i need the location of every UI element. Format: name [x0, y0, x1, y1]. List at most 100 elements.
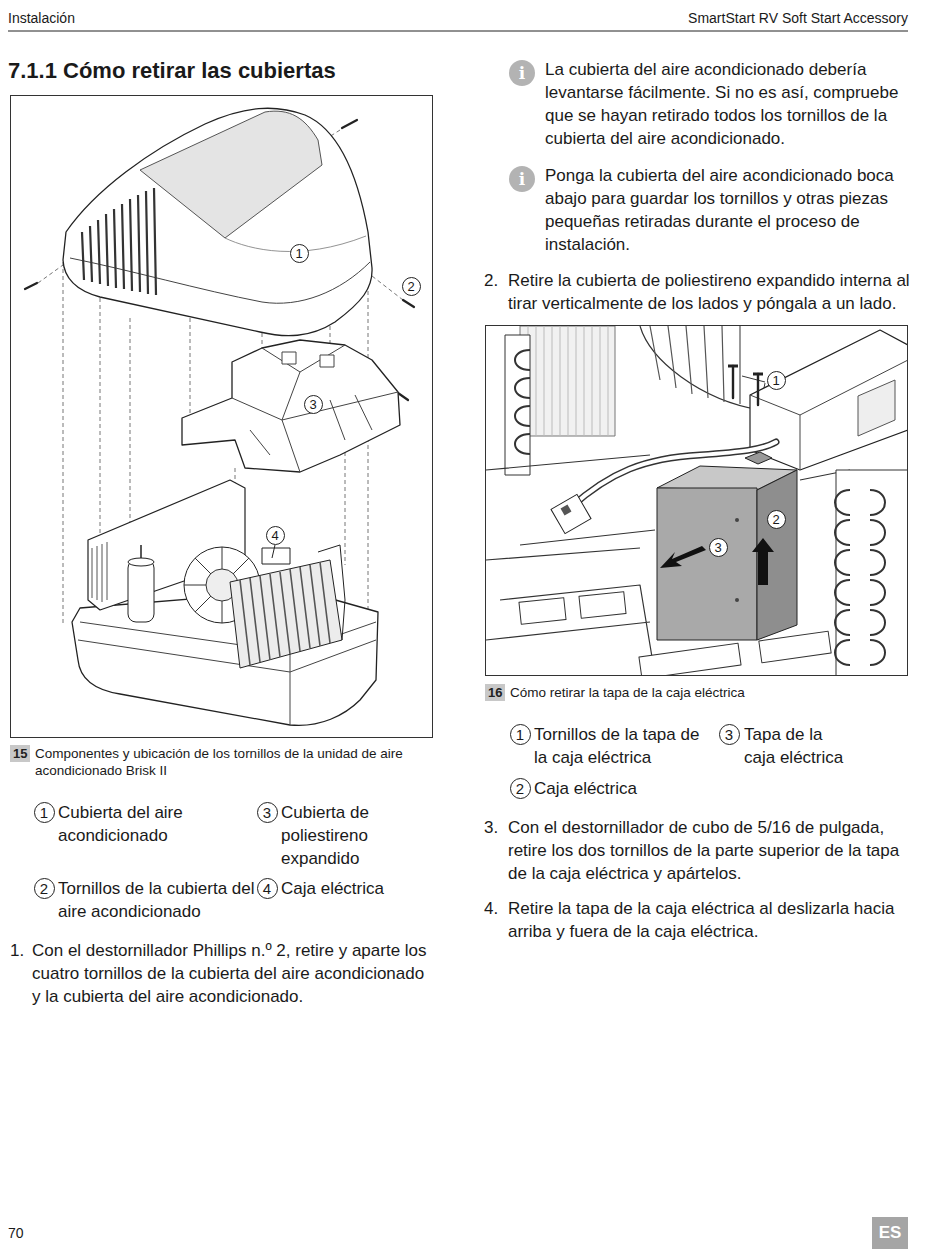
legend-number: 1	[34, 802, 55, 823]
figure-number: 16	[485, 684, 505, 701]
electrical-box-closeup-part	[528, 326, 608, 436]
electrical-box-closeup	[486, 326, 907, 675]
callout-text: 1	[295, 247, 302, 260]
electrical-box-closeup-part	[733, 366, 758, 405]
electrical-box-closeup-part	[745, 452, 772, 464]
figure-caption: Cómo retirar la tapa de la caja eléctric…	[510, 684, 910, 701]
ac-base-unit-part	[92, 542, 107, 602]
info-note: Ponga la cubierta del aire acondicionado…	[545, 164, 917, 256]
electrical-box-closeup-part	[835, 490, 885, 665]
header-rule	[8, 31, 908, 32]
step-number: 1.	[10, 939, 32, 962]
step-number: 4.	[484, 897, 508, 920]
figure-number-text: 16	[488, 685, 502, 700]
electrical-box-closeup-part	[519, 598, 566, 625]
electrical-box-closeup-part	[752, 538, 774, 585]
callout-number: 1	[767, 371, 786, 390]
callout-text: 3	[714, 541, 721, 554]
ac-base-unit-part	[88, 480, 245, 610]
electrical-box-closeup-part	[735, 518, 739, 522]
callout-number: 3	[304, 395, 323, 414]
electrical-box-closeup-part	[579, 592, 626, 619]
callout-number: 3	[709, 538, 728, 557]
info-glyph: i	[519, 171, 525, 188]
callout-text: 1	[516, 727, 524, 742]
brisk-exploded-view	[25, 108, 414, 725]
legend-text: Cubierta de poliestireno expandido	[281, 801, 411, 870]
electrical-box-closeup-part	[858, 380, 895, 436]
callout-text: 3	[263, 805, 271, 820]
electrical-box-closeup-part	[660, 546, 706, 568]
callout-text: 2	[772, 513, 779, 526]
ac-base-unit	[72, 480, 378, 725]
electrical-box-closeup-part	[759, 631, 831, 663]
electrical-box-closeup-part	[561, 505, 572, 516]
electrical-box-closeup-part	[836, 470, 907, 675]
electrical-box-closeup-part	[515, 350, 530, 454]
legend-text: Tornillos de la cubierta del aire acondi…	[58, 877, 258, 923]
polystyrene-cover	[182, 340, 400, 472]
legend-text: Caja eléctrica	[534, 777, 704, 800]
step-text: Con el destornillador de cubo de 5/16 de…	[508, 816, 916, 885]
electrical-box-closeup-part	[486, 585, 655, 675]
legend-number: 3	[719, 724, 740, 745]
polystyrene-cover-part	[232, 345, 398, 472]
callout-number: 4	[266, 526, 285, 545]
electrical-box-closeup-part	[728, 366, 763, 374]
screws-part	[403, 300, 414, 307]
ac-base-unit-part	[262, 548, 290, 564]
figure-frame: Componentes y ubicación de los tornillos…	[10, 95, 433, 738]
info-note: La cubierta del aire acondicionado deber…	[545, 58, 917, 150]
legend-number: 1	[510, 724, 531, 745]
electrical-box-closeup-part	[657, 488, 757, 640]
ac-shroud-part	[140, 111, 322, 238]
electrical-box-closeup-part	[750, 330, 907, 470]
electrical-box-closeup-part	[742, 376, 765, 388]
ac-shroud	[63, 108, 372, 335]
legend-number: 2	[510, 778, 531, 799]
electrical-box-closeup-part	[486, 326, 907, 675]
step-number: 2.	[484, 269, 508, 292]
screws-part	[342, 120, 357, 128]
info-icon: i	[509, 60, 535, 86]
legend-text: Tornillos de la tapa de la caja eléctric…	[534, 723, 712, 769]
header-rule-part	[8, 31, 908, 32]
ac-base-unit-part	[128, 558, 154, 566]
callout-text: 3	[725, 727, 733, 742]
figure-frame: Cómo retirar la tapa de la caja eléctric…	[485, 325, 908, 676]
polystyrene-cover-part	[282, 352, 296, 364]
step-text: Retire la cubierta de poliestireno expan…	[508, 269, 916, 315]
callout-text: 1	[772, 374, 779, 387]
ac-base-unit-part	[140, 545, 142, 558]
language-code: ES	[879, 1223, 902, 1243]
electrical-box-closeup-part	[640, 326, 760, 410]
callout-text: 4	[271, 529, 278, 542]
legend-text: Cubierta del aire acondicionado	[58, 801, 233, 847]
legend-number: 4	[257, 878, 278, 899]
section-title: 7.1.1 Cómo retirar las cubiertas	[8, 57, 336, 85]
legend-text: Tapa de la caja eléctrica	[744, 723, 856, 769]
legend-number: 3	[257, 802, 278, 823]
figure-caption: Componentes y ubicación de los tornillos…	[35, 745, 430, 779]
callout-text: 1	[40, 805, 48, 820]
step-text: Retire la tapa de la caja eléctrica al d…	[508, 897, 916, 943]
page-number: 70	[8, 1224, 68, 1242]
callout-text: 3	[309, 398, 316, 411]
screws-part	[25, 283, 37, 289]
screws-part	[398, 393, 408, 400]
running-header: Instalación	[8, 9, 308, 27]
legend-number: 2	[34, 878, 55, 899]
callout-number: 2	[402, 277, 421, 296]
callout-text: 2	[516, 781, 524, 796]
legend-text: Caja eléctrica	[281, 877, 431, 900]
callout-number: 2	[767, 510, 786, 529]
electrical-box-closeup-part	[505, 335, 530, 475]
callout-text: 2	[40, 881, 48, 896]
electrical-box-closeup-part	[551, 494, 591, 533]
step-text: Con el destornillador Phillips n.º 2, re…	[32, 939, 437, 1008]
electrical-box-closeup-part	[639, 643, 741, 675]
electrical-box-closeup-part	[520, 326, 615, 436]
language-badge: ES	[872, 1217, 908, 1249]
